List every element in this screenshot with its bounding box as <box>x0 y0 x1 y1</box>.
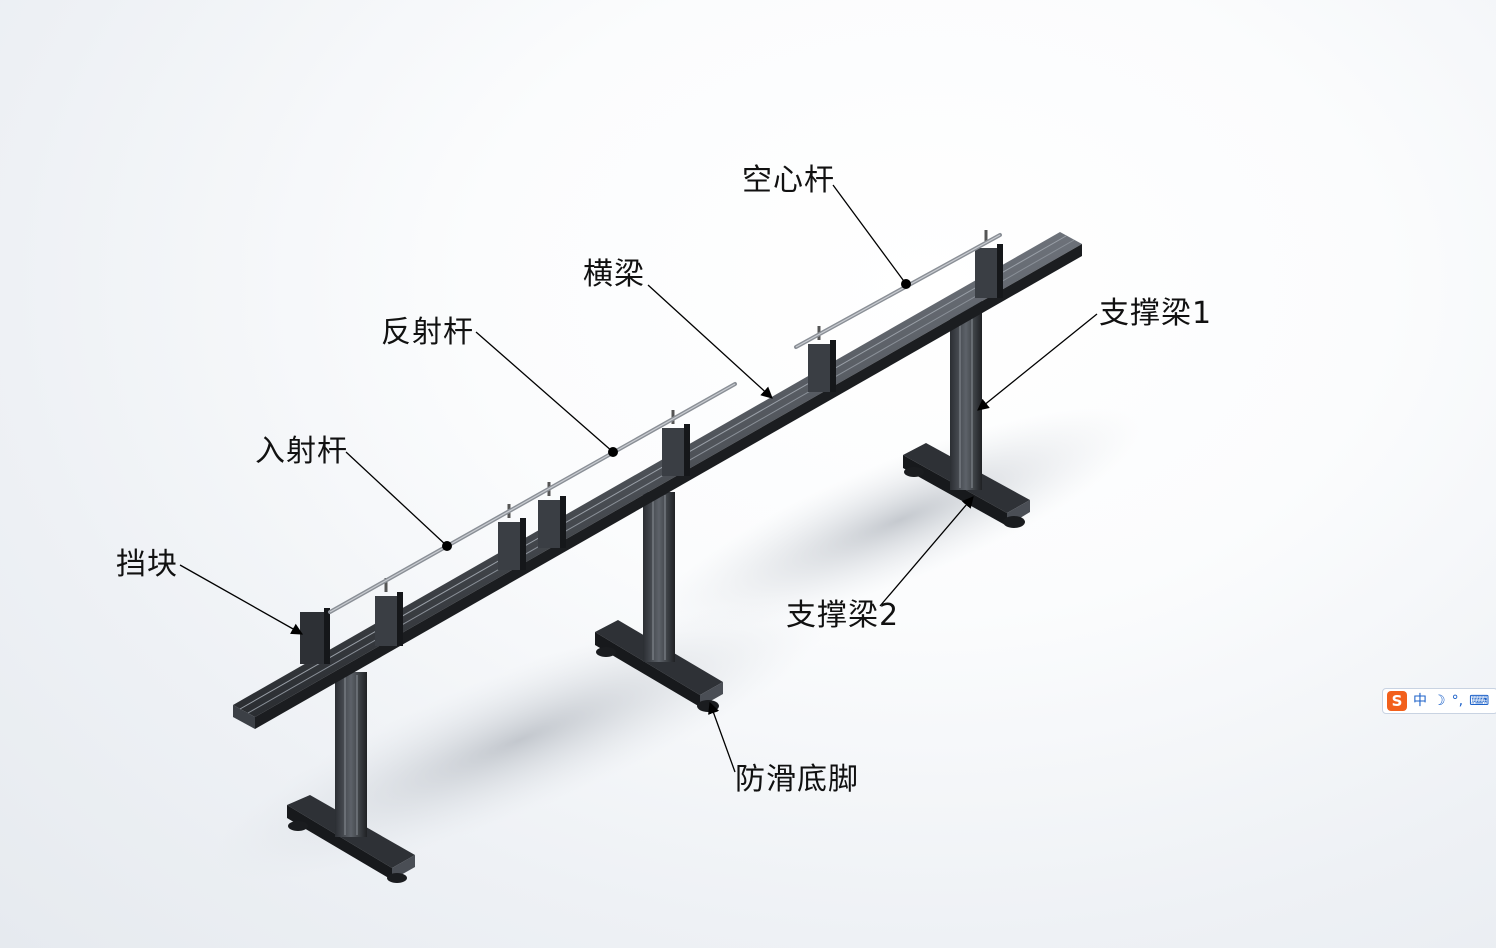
label-support-beam-2: 支撑梁2 <box>786 598 900 633</box>
ime-toolbar[interactable]: S 中 ☽ °, ⌨ <box>1382 688 1496 714</box>
leader-anti-slip-feet <box>708 701 736 773</box>
support-leg-left <box>287 672 415 883</box>
leader-crossbeam <box>647 284 773 399</box>
ime-logo-icon[interactable]: S <box>1387 691 1407 711</box>
ime-mode-toggle[interactable]: 中 <box>1413 693 1427 709</box>
label-anti-slip-feet: 防滑底脚 <box>735 762 859 797</box>
moon-icon[interactable]: ☽ <box>1433 693 1446 709</box>
keyboard-icon[interactable]: ⌨ <box>1469 693 1490 709</box>
leader-incident-rod <box>345 451 448 547</box>
leader-stopper <box>179 564 304 635</box>
leader-hollow-rod <box>832 184 907 285</box>
label-hollow-rod: 空心杆 <box>742 163 835 198</box>
leader-dot-incident-rod <box>442 541 452 551</box>
rod-supports <box>300 230 1003 664</box>
label-crossbeam: 横梁 <box>583 257 645 292</box>
punctuation-icon[interactable]: °, <box>1451 693 1464 709</box>
label-stopper: 挡块 <box>116 547 178 582</box>
stopper-block <box>300 608 330 664</box>
label-support-beam-1: 支撑梁1 <box>1099 296 1213 331</box>
support-leg-right <box>903 300 1030 528</box>
leader-reflection-rod <box>475 331 614 453</box>
rods <box>328 233 1002 614</box>
leader-dot-reflection-rod <box>608 447 618 457</box>
leader-support-beam-2 <box>879 496 974 607</box>
leader-support-beam-1 <box>977 313 1098 411</box>
label-reflection-rod: 反射杆 <box>381 315 474 350</box>
callout-leaders <box>179 184 1098 773</box>
label-incident-rod: 入射杆 <box>255 434 348 469</box>
leader-dot-hollow-rod <box>901 279 911 289</box>
